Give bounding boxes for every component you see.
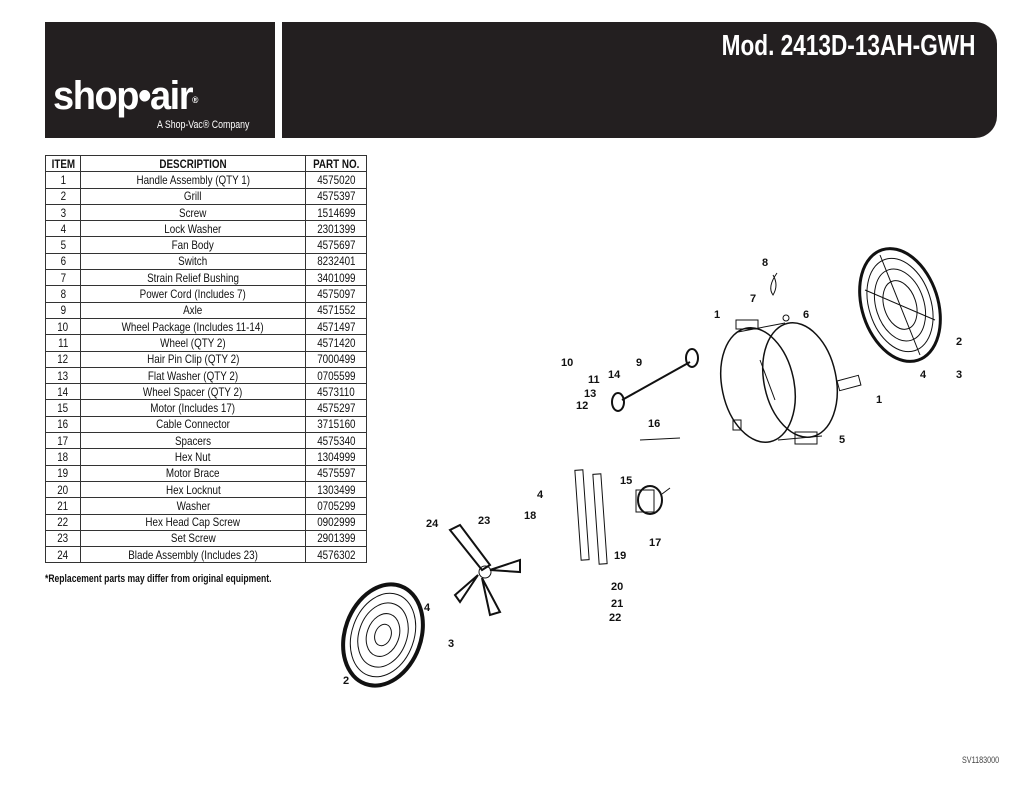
callout-label: 4 [920, 369, 927, 381]
model-title: Mod. 2413D-13AH-GWH [721, 30, 975, 62]
replacement-note: *Replacement parts may differ from origi… [45, 573, 272, 585]
power-cord [770, 272, 778, 296]
wheel-left [611, 392, 625, 412]
col-description: DESCRIPTION [80, 154, 306, 173]
callout-label: 2 [343, 675, 349, 687]
handle-left [735, 319, 759, 330]
cell-description: Hex Head Cap Screw [80, 513, 306, 531]
callout-label: 13 [584, 388, 596, 400]
callout-label: 9 [636, 357, 642, 369]
logo-tagline: A Shop-Vac® Company [157, 119, 250, 131]
shop-air-logo: shop•air® [53, 74, 199, 118]
callout-label: 2 [956, 336, 962, 348]
callout-label: 4 [424, 602, 431, 614]
handle-right [836, 374, 862, 392]
callout-label: 3 [448, 638, 454, 650]
switch [782, 314, 790, 322]
callout-label: 11 [588, 374, 600, 386]
callout-label: 18 [524, 510, 536, 522]
callout-label: 16 [648, 418, 660, 430]
callout-label: 23 [478, 515, 490, 527]
cell-part-no: 0902999 [305, 513, 367, 531]
cell-part-no: 4571552 [305, 301, 367, 319]
cell-part-no: 2301399 [305, 220, 367, 238]
callout-label: 22 [609, 612, 621, 624]
cell-part-no: 4571420 [305, 334, 367, 352]
axle [621, 361, 691, 401]
callout-label: 14 [608, 369, 621, 381]
callout-label: 21 [611, 598, 623, 610]
callout-label: 3 [956, 369, 962, 381]
callout-label: 17 [649, 537, 661, 549]
cell-part-no: 4571497 [305, 317, 367, 336]
cell-item: 24 [45, 546, 81, 564]
cell-description: Washer [80, 497, 306, 515]
callout-label: 6 [803, 309, 809, 321]
logo-panel: shop•air® A Shop-Vac® Company [45, 22, 275, 138]
wheel-right [685, 348, 699, 368]
callout-label: 4 [537, 489, 544, 501]
grill-right [858, 247, 942, 363]
callout-label: 12 [576, 400, 588, 412]
callout-label: 15 [620, 475, 632, 487]
cell-part-no: 4575020 [305, 171, 367, 189]
cell-part-no: 3401099 [305, 269, 367, 287]
callout-label: 5 [839, 434, 845, 446]
callout-label: 10 [561, 357, 573, 369]
cell-part-no: 4576302 [305, 546, 367, 564]
callout-label: 7 [750, 293, 756, 305]
col-part-no: PART NO. [305, 154, 367, 173]
cell-description: Wheel (QTY 2) [80, 334, 306, 352]
callout-label: 19 [614, 550, 626, 562]
cell-part-no: 0705599 [305, 366, 367, 385]
cell-part-no: 4575340 [305, 432, 367, 450]
callout-label: 1 [714, 309, 720, 321]
cell-description: Blade Assembly (Includes 23) [80, 546, 306, 564]
table-header-row: ITEM DESCRIPTION PART NO. [45, 154, 367, 173]
motor-brace [574, 469, 608, 565]
cable-connector [639, 437, 681, 441]
cell-description: Hair Pin Clip (QTY 2) [80, 350, 306, 368]
fan-body [720, 322, 838, 445]
callout-label: 1 [876, 394, 882, 406]
callout-label: 24 [426, 518, 439, 530]
cell-part-no: 4575597 [305, 464, 367, 482]
grill-left [341, 582, 425, 688]
motor [635, 485, 671, 515]
callout-label: 8 [762, 257, 768, 269]
title-banner: Mod. 2413D-13AH-GWH [282, 22, 997, 138]
cell-part-no: 3715160 [305, 415, 367, 434]
cell-description: Power Cord (Includes 7) [80, 285, 306, 303]
cell-part-no: 1514699 [305, 203, 367, 222]
callout-label: 20 [611, 581, 623, 593]
blade-assembly [448, 523, 521, 617]
cell-description: Hex Nut [80, 448, 306, 466]
document-code: SV1183000 [962, 755, 1000, 765]
